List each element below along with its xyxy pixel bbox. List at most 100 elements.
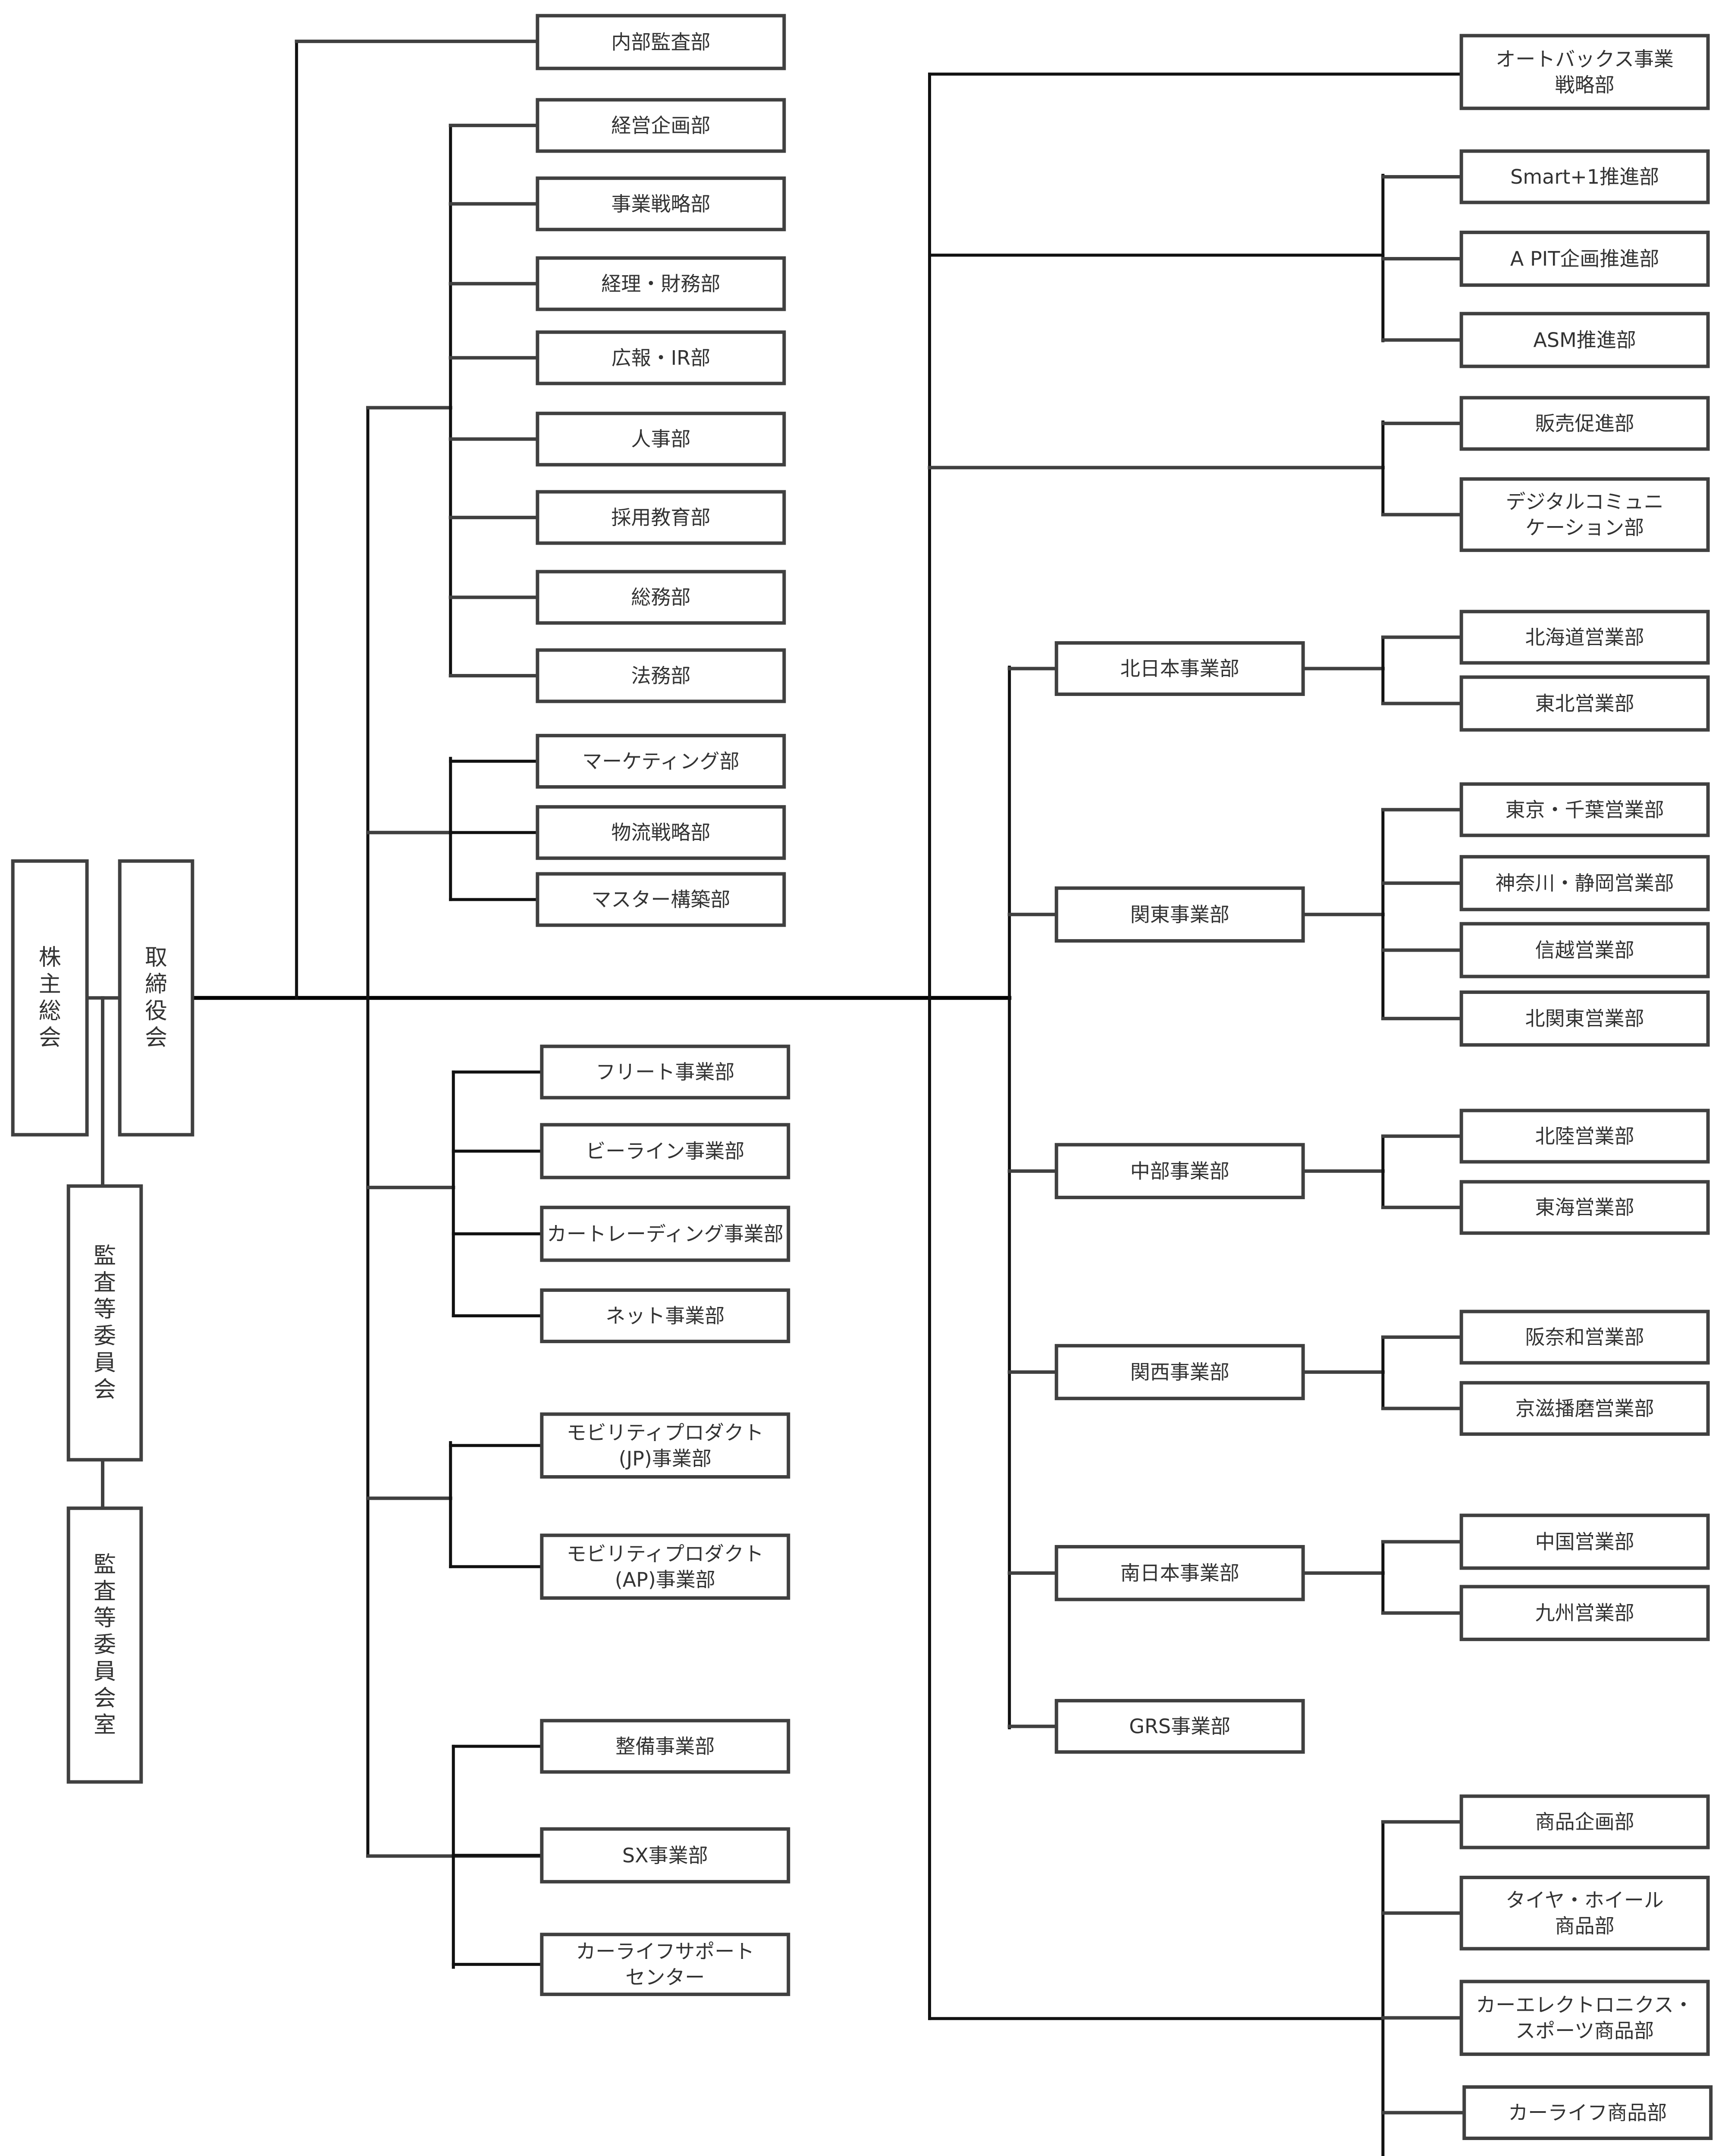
branch-2-0: 北陸営業部 xyxy=(1459,1109,1710,1164)
branch-1-2-label: 信越営業部 xyxy=(1535,938,1634,962)
branch-4-0-label: 中国営業部 xyxy=(1535,1530,1634,1553)
branch-4-1-frame xyxy=(1459,1585,1710,1641)
dept-business-3: ネット事業部 xyxy=(540,1288,790,1343)
branch-1-3-label: 北関東営業部 xyxy=(1525,1007,1644,1030)
dept-corporate-4-frame xyxy=(536,411,786,467)
branch-4-0: 中国営業部 xyxy=(1459,1514,1710,1570)
branch-1-0-label: 東京・千葉営業部 xyxy=(1505,798,1664,821)
dept-product-2-label: カーエレクトロニクス・スポーツ商品部 xyxy=(1476,1993,1694,2043)
dept-promotion-2-frame xyxy=(1459,312,1710,368)
dept-corporate-0-frame xyxy=(536,98,786,153)
division-2-label: 中部事業部 xyxy=(1130,1159,1229,1183)
dept-product-3: カーライフ商品部 xyxy=(1462,2085,1713,2140)
branch-0-1: 東北営業部 xyxy=(1459,675,1710,732)
branch-3-1: 京滋播磨営業部 xyxy=(1459,1381,1710,1436)
dept-corporate-6-frame xyxy=(536,570,786,625)
dept-promotion-1: A PIT企画推進部 xyxy=(1459,230,1710,287)
dept-product-1-frame xyxy=(1459,1876,1710,1951)
branch-1-1-frame xyxy=(1459,855,1710,912)
dept-mobility-0-frame xyxy=(540,1412,790,1479)
division-2: 中部事業部 xyxy=(1054,1143,1305,1200)
dept-mobility-0-label: モビリティプロダクト(JP)事業部 xyxy=(567,1421,764,1470)
dept-service-2-frame xyxy=(540,1933,790,1996)
dept-autobacs-strategy-label: オートバックス事業戦略部 xyxy=(1496,47,1674,97)
dept-sales-promo-1-label: デジタルコミュニケーション部 xyxy=(1506,490,1664,539)
dept-corporate-4: 人事部 xyxy=(536,411,786,467)
dept-service-1-label: SX事業部 xyxy=(622,1844,708,1867)
shareholders-meeting-box-label: 株主総会 xyxy=(39,945,61,1051)
dept-service-0-label: 整備事業部 xyxy=(615,1735,715,1758)
branch-1-2: 信越営業部 xyxy=(1459,922,1710,978)
branch-1-3: 北関東営業部 xyxy=(1459,990,1710,1047)
dept-mobility-0: モビリティプロダクト(JP)事業部 xyxy=(540,1412,790,1479)
division-0: 北日本事業部 xyxy=(1054,641,1305,696)
branch-2-0-frame xyxy=(1459,1109,1710,1164)
dept-business-1: ビーライン事業部 xyxy=(540,1123,790,1179)
audit-committee-box-frame xyxy=(66,1184,143,1462)
division-1-frame xyxy=(1054,886,1305,943)
division-3: 関西事業部 xyxy=(1054,1344,1305,1401)
dept-corporate-6-label: 総務部 xyxy=(631,586,690,609)
board-of-directors-box-frame xyxy=(118,859,194,1137)
branch-1-3-frame xyxy=(1459,990,1710,1047)
board-of-directors-box: 取締役会 xyxy=(118,859,194,1137)
dept-business-2-label: カートレーディング事業部 xyxy=(547,1222,784,1245)
division-4-frame xyxy=(1054,1545,1305,1601)
dept-corporate-7-frame xyxy=(536,648,786,703)
division-5: GRS事業部 xyxy=(1054,1699,1305,1754)
branch-3-0: 阪奈和営業部 xyxy=(1459,1310,1710,1365)
dept-product-0: 商品企画部 xyxy=(1459,1794,1710,1849)
branch-4-1: 九州営業部 xyxy=(1459,1585,1710,1641)
dept-corporate-5-label: 採用教育部 xyxy=(611,506,710,529)
dept-corporate-5-frame xyxy=(536,490,786,545)
dept-corporate-3-frame xyxy=(536,330,786,385)
shareholders-meeting-box-frame xyxy=(11,859,89,1137)
audit-committee-box-label: 監査等委員会 xyxy=(94,1243,116,1403)
dept-corporate-0: 経営企画部 xyxy=(536,98,786,153)
board-of-directors-box-label: 取締役会 xyxy=(145,945,167,1051)
shareholders-meeting-box: 株主総会 xyxy=(11,859,89,1137)
dept-corporate-5: 採用教育部 xyxy=(536,490,786,545)
branch-3-0-frame xyxy=(1459,1310,1710,1365)
dept-corporate-1: 事業戦略部 xyxy=(536,176,786,232)
dept-business-2: カートレーディング事業部 xyxy=(540,1206,790,1262)
division-1-label: 関東事業部 xyxy=(1130,903,1229,926)
connector-lines xyxy=(85,39,1463,2156)
dept-product-1: タイヤ・ホイール商品部 xyxy=(1459,1876,1710,1951)
dept-service-0-frame xyxy=(540,1719,790,1774)
branch-2-1-label: 東海営業部 xyxy=(1535,1196,1634,1219)
dept-internal-audit: 内部監査部 xyxy=(536,14,786,70)
dept-sales-promo-0-frame xyxy=(1459,396,1710,451)
division-3-label: 関西事業部 xyxy=(1130,1360,1229,1384)
branch-0-0-label: 北海道営業部 xyxy=(1525,626,1644,649)
branch-0-1-label: 東北営業部 xyxy=(1535,692,1634,715)
branch-2-1-frame xyxy=(1459,1180,1710,1235)
dept-business-1-label: ビーライン事業部 xyxy=(586,1140,744,1163)
dept-service-2-label: カーライフサポートセンター xyxy=(576,1940,754,1989)
dept-business-0-label: フリート事業部 xyxy=(596,1060,734,1084)
dept-autobacs-strategy-frame xyxy=(1459,34,1710,110)
dept-marketing-2-frame xyxy=(536,872,786,927)
dept-corporate-2-label: 経理・財務部 xyxy=(601,272,720,295)
branch-1-1: 神奈川・静岡営業部 xyxy=(1459,855,1710,912)
audit-committee-office-box-label: 監査等委員会室 xyxy=(94,1552,116,1738)
dept-corporate-4-label: 人事部 xyxy=(631,427,690,451)
dept-business-3-label: ネット事業部 xyxy=(605,1304,724,1327)
dept-promotion-2-label: ASM推進部 xyxy=(1533,328,1636,351)
dept-sales-promo-0: 販売促進部 xyxy=(1459,396,1710,451)
branch-0-1-frame xyxy=(1459,675,1710,732)
branch-3-0-label: 阪奈和営業部 xyxy=(1525,1326,1644,1349)
division-2-frame xyxy=(1054,1143,1305,1200)
dept-promotion-1-frame xyxy=(1459,230,1710,287)
branch-3-1-label: 京滋播磨営業部 xyxy=(1515,1397,1654,1420)
dept-mobility-1-frame xyxy=(540,1533,790,1600)
dept-marketing-2-label: マスター構築部 xyxy=(591,888,730,911)
audit-committee-office-box: 監査等委員会室 xyxy=(66,1506,143,1784)
dept-sales-promo-0-label: 販売促進部 xyxy=(1535,412,1634,435)
dept-internal-audit-frame xyxy=(536,14,786,70)
dept-corporate-6: 総務部 xyxy=(536,570,786,625)
branch-0-0-frame xyxy=(1459,610,1710,665)
dept-corporate-1-label: 事業戦略部 xyxy=(611,192,710,216)
